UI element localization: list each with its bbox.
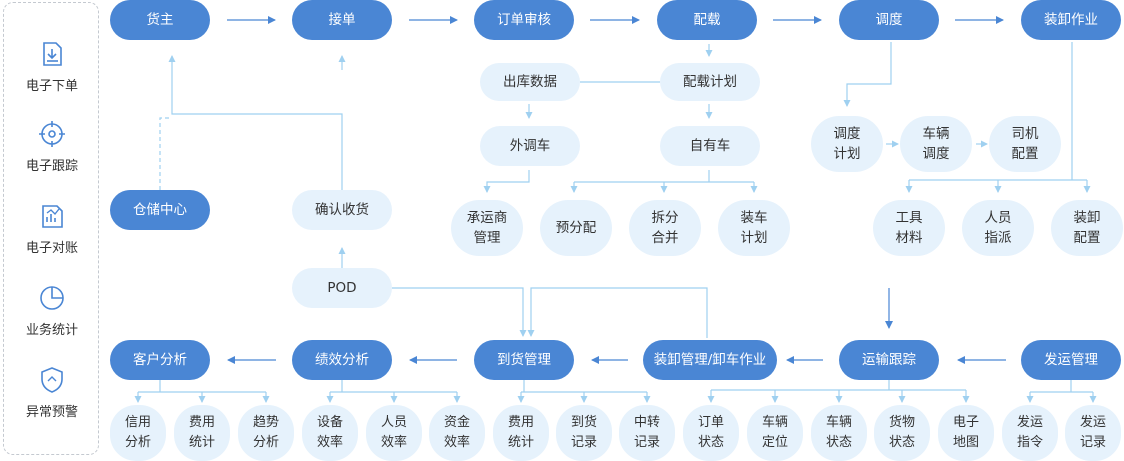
sidebar-item-tracking[interactable]: 电子跟踪 bbox=[4, 119, 100, 174]
node-outbound-data[interactable]: 出库数据 bbox=[480, 63, 580, 101]
node-own-vehicle[interactable]: 自有车 bbox=[660, 126, 760, 166]
leaf-shipping-record[interactable]: 发运 记录 bbox=[1065, 405, 1121, 461]
leaf-electronic-map[interactable]: 电子 地图 bbox=[938, 405, 994, 461]
node-driver-config[interactable]: 司机 配置 bbox=[989, 116, 1061, 172]
leaf-staff-efficiency[interactable]: 人员 效率 bbox=[366, 405, 422, 461]
node-order-review[interactable]: 订单审核 bbox=[474, 0, 574, 40]
node-carrier-management[interactable]: 承运商 管理 bbox=[451, 200, 523, 256]
leaf-order-status[interactable]: 订单 状态 bbox=[683, 405, 739, 461]
node-shipping-management[interactable]: 发运管理 bbox=[1021, 340, 1121, 380]
leaf-credit-analysis[interactable]: 信用 分析 bbox=[110, 405, 166, 461]
node-stowage-plan[interactable]: 配载计划 bbox=[660, 63, 760, 101]
leaf-shipping-instruction[interactable]: 发运 指令 bbox=[1002, 405, 1058, 461]
leaf-arrival-record[interactable]: 到货 记录 bbox=[556, 405, 612, 461]
leaf-cost-stats[interactable]: 费用 统计 bbox=[174, 405, 230, 461]
sidebar-item-label: 电子对账 bbox=[25, 241, 78, 256]
node-warehouse-center[interactable]: 仓储中心 bbox=[110, 190, 210, 230]
node-split-merge[interactable]: 拆分 合并 bbox=[629, 200, 701, 256]
node-dispatch-plan[interactable]: 调度 计划 bbox=[811, 116, 883, 172]
node-external-vehicle[interactable]: 外调车 bbox=[480, 126, 580, 166]
node-loading-config[interactable]: 装卸 配置 bbox=[1051, 200, 1123, 256]
leaf-vehicle-location[interactable]: 车辆 定位 bbox=[747, 405, 803, 461]
node-confirm-receipt[interactable]: 确认收货 bbox=[292, 190, 392, 230]
order-download-icon bbox=[43, 42, 62, 66]
node-transport-tracking[interactable]: 运输跟踪 bbox=[839, 340, 939, 380]
sidebar-item-label: 电子下单 bbox=[25, 79, 78, 94]
shield-alert-icon bbox=[41, 367, 63, 393]
sidebar-item-label: 业务统计 bbox=[25, 323, 78, 338]
sidebar-item-label: 异常预警 bbox=[25, 405, 78, 420]
node-pod[interactable]: POD bbox=[292, 268, 392, 308]
target-crosshair-icon bbox=[39, 121, 65, 147]
node-stowage[interactable]: 配载 bbox=[657, 0, 757, 40]
leaf-trend-analysis[interactable]: 趋势 分析 bbox=[238, 405, 294, 461]
node-performance-analysis[interactable]: 绩效分析 bbox=[292, 340, 392, 380]
sidebar-item-warning[interactable]: 异常预警 bbox=[4, 365, 100, 420]
node-arrival-management[interactable]: 到货管理 bbox=[474, 340, 574, 380]
pie-chart-icon bbox=[40, 286, 64, 310]
leaf-capital-efficiency[interactable]: 资金 效率 bbox=[429, 405, 485, 461]
leaf-transfer-record[interactable]: 中转 记录 bbox=[619, 405, 675, 461]
node-vehicle-dispatch[interactable]: 车辆 调度 bbox=[900, 116, 972, 172]
node-tools-materials[interactable]: 工具 材料 bbox=[873, 200, 945, 256]
node-customer-analysis[interactable]: 客户分析 bbox=[110, 340, 210, 380]
sidebar: 电子下单 电子跟踪 电子对账 业务统计 异常预警 bbox=[3, 2, 99, 455]
node-dispatch[interactable]: 调度 bbox=[839, 0, 939, 40]
sidebar-item-reconcile[interactable]: 电子对账 bbox=[4, 201, 100, 256]
node-shipper[interactable]: 货主 bbox=[110, 0, 210, 40]
leaf-vehicle-status[interactable]: 车辆 状态 bbox=[811, 405, 867, 461]
node-staff-assign[interactable]: 人员 指派 bbox=[962, 200, 1034, 256]
reconcile-chart-icon bbox=[42, 205, 63, 228]
leaf-cargo-status[interactable]: 货物 状态 bbox=[874, 405, 930, 461]
sidebar-item-label: 电子跟踪 bbox=[25, 159, 78, 174]
node-pre-allocation[interactable]: 预分配 bbox=[540, 200, 612, 256]
node-order-receipt[interactable]: 接单 bbox=[292, 0, 392, 40]
node-loading-plan[interactable]: 装车 计划 bbox=[718, 200, 790, 256]
node-unloading-management[interactable]: 装卸管理/卸车作业 bbox=[643, 340, 777, 380]
sidebar-item-order[interactable]: 电子下单 bbox=[4, 39, 100, 94]
node-loading-operation[interactable]: 装卸作业 bbox=[1021, 0, 1121, 40]
leaf-fee-stats[interactable]: 费用 统计 bbox=[493, 405, 549, 461]
leaf-equipment-efficiency[interactable]: 设备 效率 bbox=[302, 405, 358, 461]
sidebar-item-statistics[interactable]: 业务统计 bbox=[4, 283, 100, 338]
